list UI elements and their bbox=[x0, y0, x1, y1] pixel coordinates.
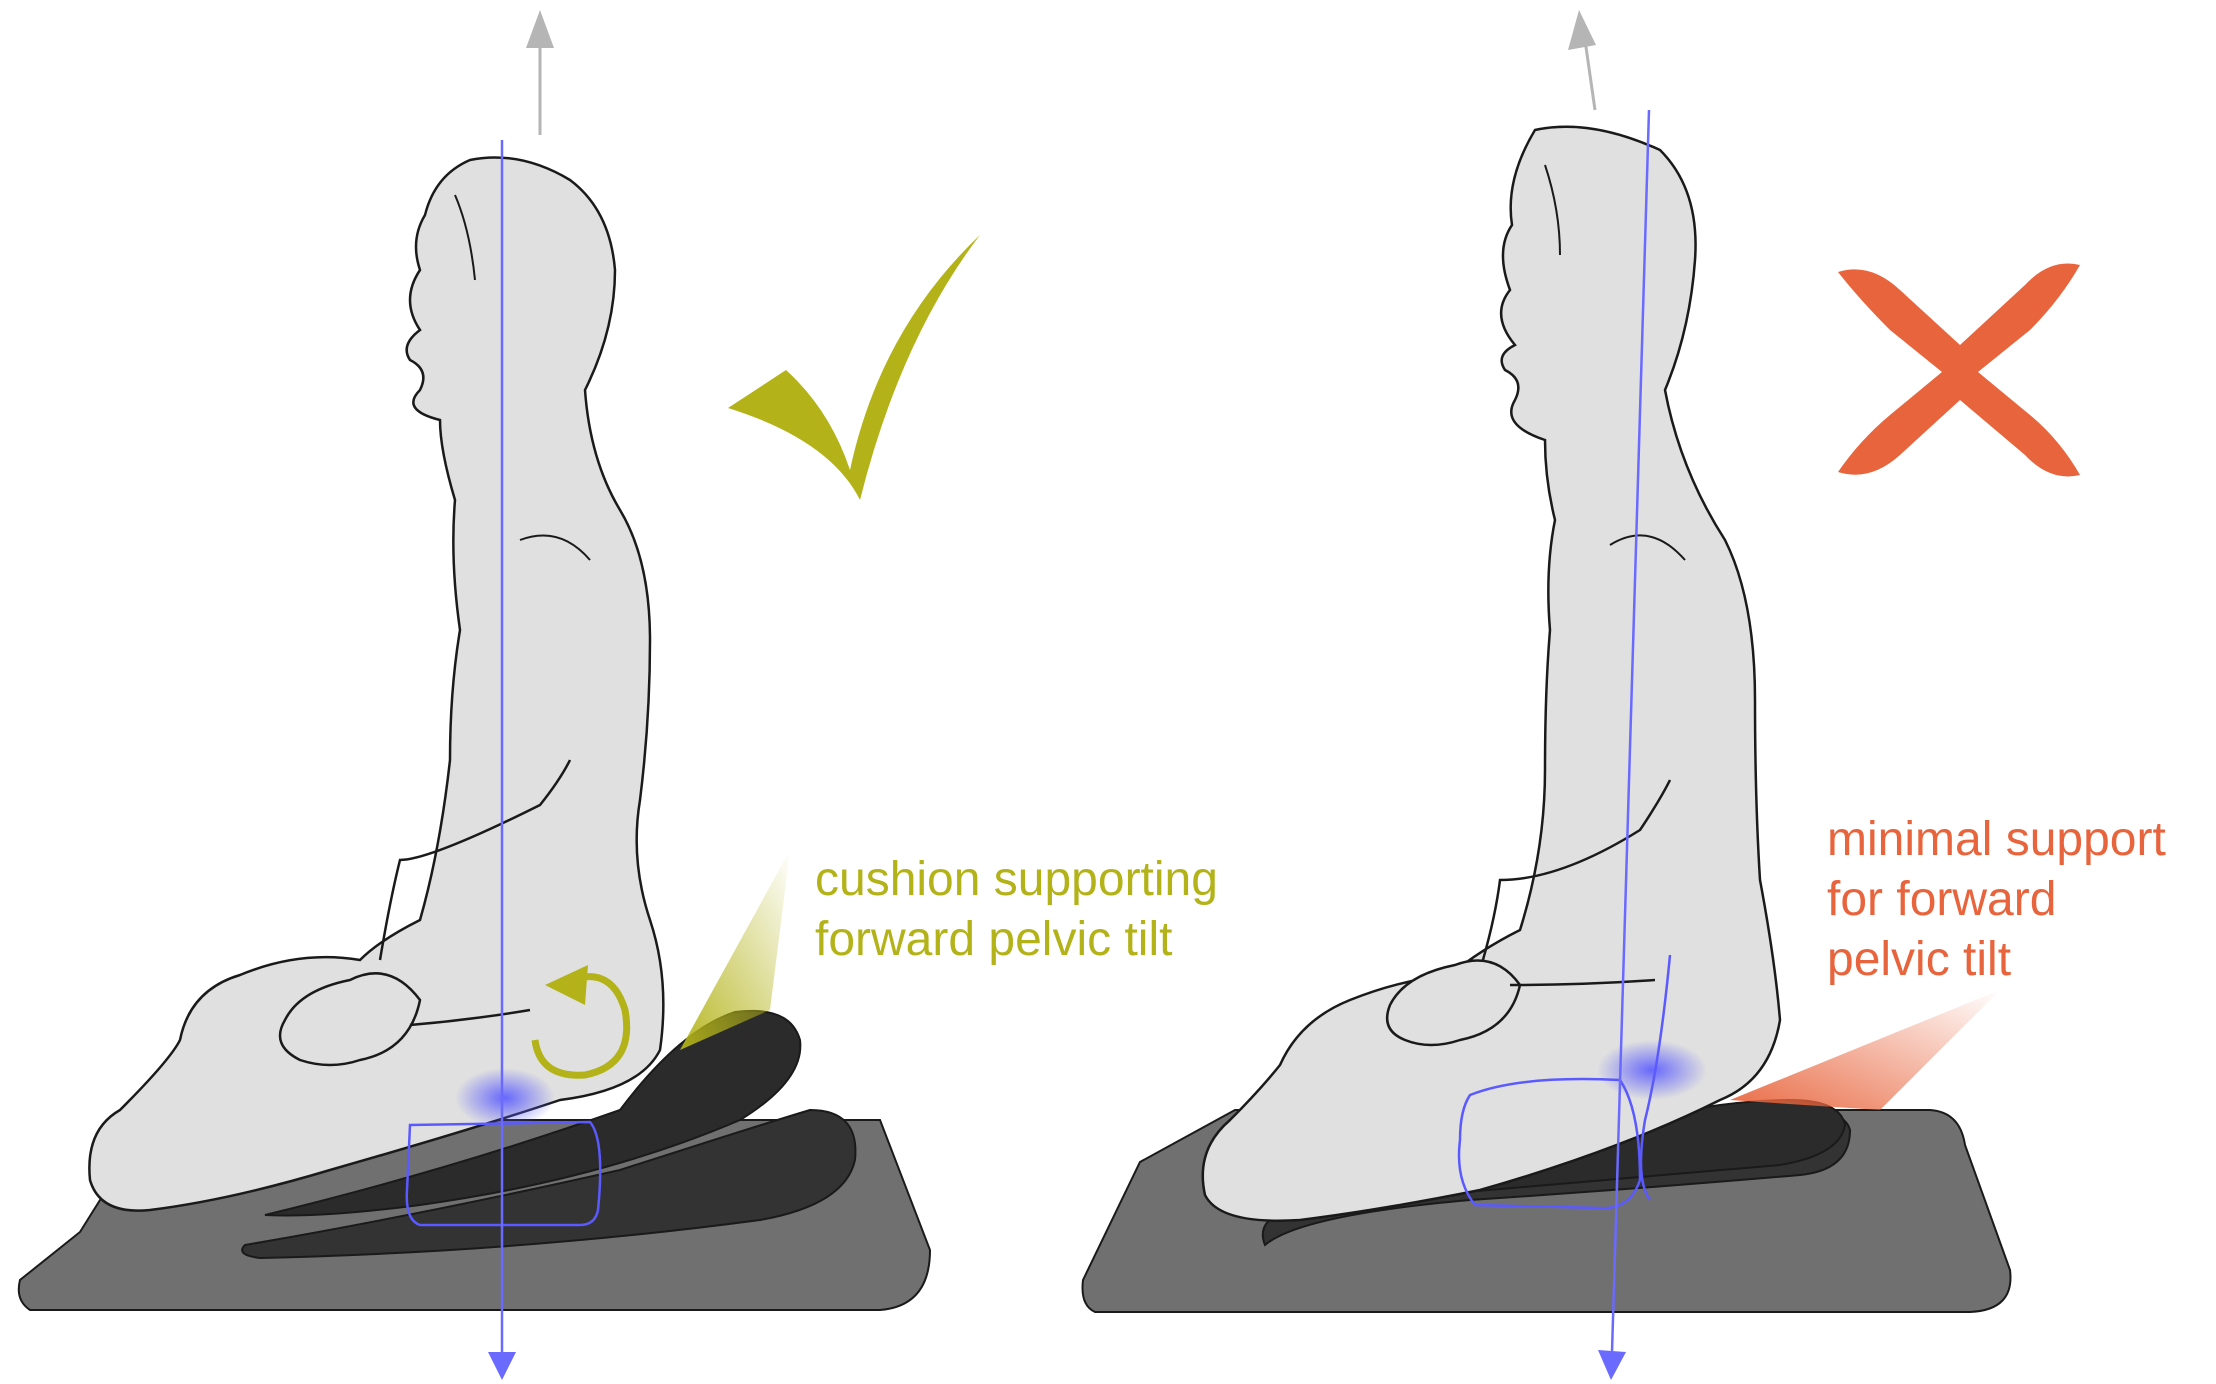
left-figure-group bbox=[19, 158, 930, 1311]
left-up-arrowhead bbox=[526, 10, 554, 48]
right-label-line1: minimal support bbox=[1827, 813, 2166, 866]
right-gravity-glow bbox=[1597, 1040, 1707, 1100]
checkmark-icon bbox=[728, 235, 980, 500]
right-gravity-arrowhead bbox=[1598, 1350, 1626, 1380]
right-label-line3: pelvic tilt bbox=[1827, 933, 2011, 986]
left-label-line1: cushion supporting bbox=[815, 853, 1218, 906]
left-gravity-glow bbox=[455, 1068, 555, 1128]
right-up-arrow-line bbox=[1585, 40, 1595, 110]
left-gravity-arrowhead bbox=[488, 1352, 516, 1380]
right-up-arrowhead bbox=[1568, 10, 1596, 50]
cross-icon bbox=[1838, 264, 2080, 477]
right-label-line2: for forward bbox=[1827, 873, 2056, 926]
left-label-line2: forward pelvic tilt bbox=[815, 913, 1172, 966]
